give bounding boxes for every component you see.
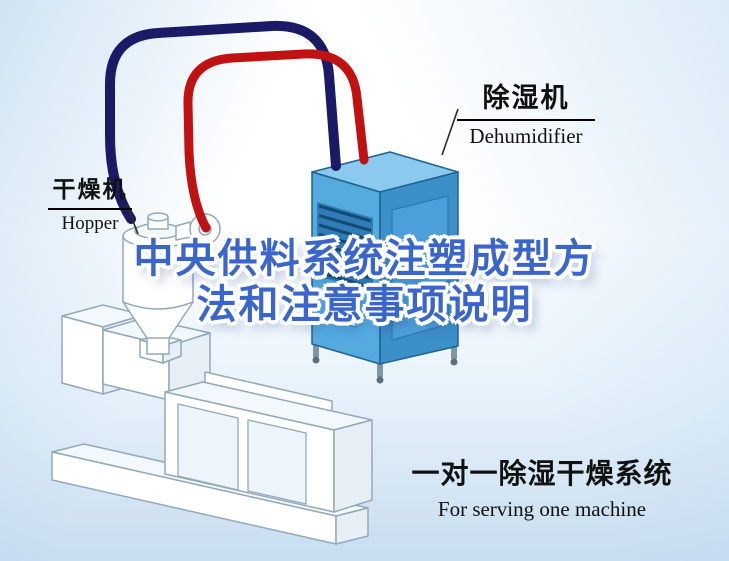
machine-front-panel-2	[247, 419, 307, 505]
dehumidifier-vents	[317, 202, 373, 292]
red-supply-hose	[183, 49, 369, 233]
dehumidifier-side-panel	[391, 195, 449, 341]
navy-return-hose	[105, 20, 341, 224]
dehumidifier-nameplate	[329, 307, 357, 328]
title-line-2: 法和注意事项说明	[196, 283, 533, 327]
system-label: 一对一除湿干燥系统 For serving one machine	[396, 452, 688, 522]
dehumidifier-feet	[312, 344, 458, 384]
title-line-1: 中央供料系统注塑成型方	[133, 237, 596, 281]
page-title: 中央供料系统注塑成型方 法和注意事项说明	[0, 236, 729, 328]
system-label-cn: 一对一除湿干燥系统	[411, 458, 673, 489]
hopper-body	[122, 235, 194, 310]
hopper-label: 干燥机 Hopper	[48, 170, 132, 235]
machine-front-panel-1	[177, 403, 239, 491]
dehumidifier-leader-line	[441, 108, 459, 156]
dehumidifier-label-en: Dehumidifier	[469, 124, 583, 148]
hopper-label-cn: 干燥机	[48, 170, 132, 210]
dehumidifier-label: 除湿机 Dehumidifier	[457, 76, 595, 149]
hopper-illustration	[122, 212, 221, 355]
hopper-cap	[147, 212, 169, 222]
machine-main-body	[164, 371, 373, 513]
hopper-label-en: Hopper	[61, 213, 119, 234]
dehumidifier-illustration	[311, 151, 459, 384]
system-label-en: For serving one machine	[437, 497, 647, 521]
dehumidifier-label-cn: 除湿机	[457, 76, 595, 121]
